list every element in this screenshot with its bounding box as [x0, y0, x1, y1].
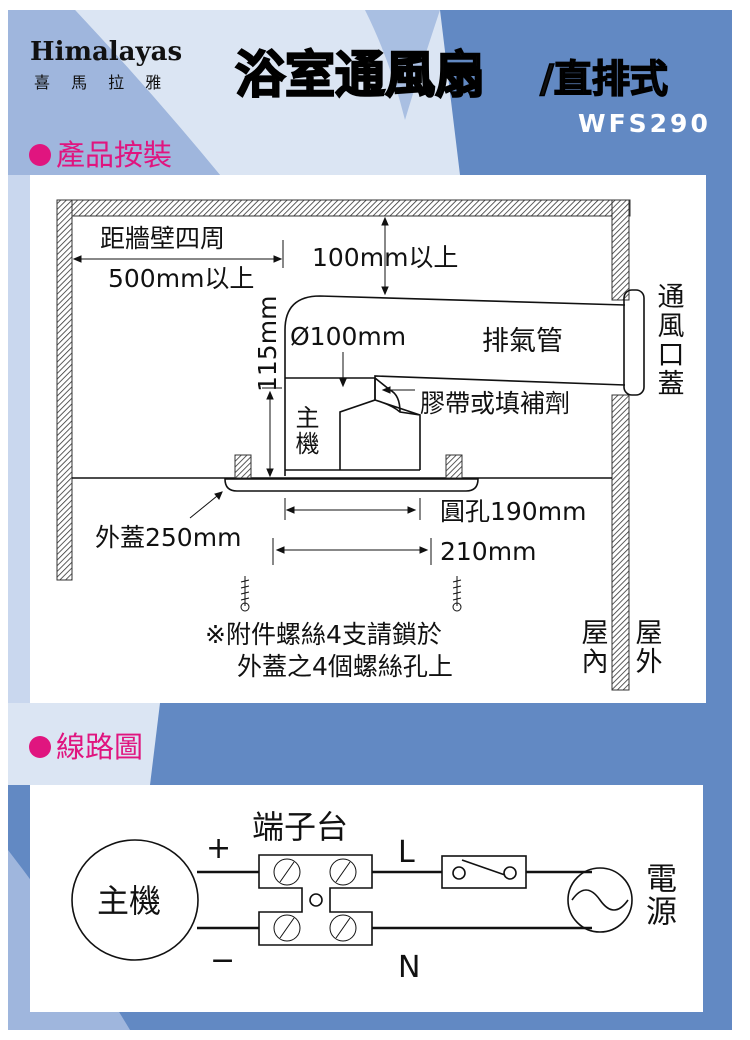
section-bullet-icon — [29, 736, 51, 758]
hole-size-label: 圓孔190mm — [440, 497, 586, 526]
wiring-diagram: 主機 + − 端子台 L N 電源 — [71, 808, 676, 985]
wiring-main-unit-label: 主機 — [97, 882, 161, 920]
screw-icon — [452, 576, 462, 606]
outdoor-label: 屋外 — [631, 618, 663, 676]
indoor-label: 屋內 — [577, 618, 609, 676]
tape-label: 膠帶或填補劑 — [420, 389, 570, 418]
outer-cover — [224, 478, 479, 492]
terminal-block — [258, 854, 373, 946]
screw-icon — [240, 576, 250, 606]
motor — [339, 377, 421, 470]
install-panel — [30, 175, 706, 703]
left-wall — [56, 199, 73, 581]
terminal-label: 端子台 — [252, 808, 348, 846]
screw-note-line1: ※附件螺絲4支請鎖於 — [205, 620, 442, 649]
section-title-wiring: 線路圖 — [56, 730, 143, 764]
top-clearance-label: 100mm以上 — [312, 243, 458, 272]
screw-icons — [240, 576, 462, 612]
wall-distance-label: 距牆壁四周 — [100, 224, 225, 253]
dimension-arrows — [72, 216, 432, 565]
neutral-label: N — [398, 950, 420, 985]
live-label: L — [398, 835, 415, 870]
power-source-icon — [567, 867, 633, 933]
ceiling-hatch — [56, 199, 631, 217]
exhaust-pipe-label: 排氣管 — [482, 326, 563, 357]
header: Himalayas 喜 馬 拉 雅 浴室通風扇 /直排式 WFS290 產品按裝 — [29, 37, 711, 172]
main-unit-label: 主機 — [291, 405, 319, 457]
wall-distance-value: 500mm以上 — [108, 264, 254, 293]
pipe-diameter-label: Ø100mm — [290, 322, 406, 351]
plus-label: + — [206, 831, 231, 866]
vent-cap-label: 通風口蓋 — [653, 282, 685, 398]
section-title-install: 產品按裝 — [56, 138, 172, 172]
model-number: WFS290 — [578, 109, 711, 138]
brand-logo: Himalayas — [30, 37, 182, 67]
page-title: 浴室通風扇 — [235, 46, 485, 104]
outer-wall-bottom — [611, 394, 630, 691]
power-label: 電源 — [640, 862, 676, 928]
section-bullet-icon — [29, 144, 51, 166]
install-diagram: 距牆壁四周 500mm以上 100mm以上 115mm Ø100mm 排氣管 膠… — [56, 199, 685, 691]
screw-note-line2: 外蓋之4個螺絲孔上 — [237, 652, 453, 681]
joist-left — [234, 454, 252, 479]
minus-label: − — [210, 943, 235, 978]
switch — [441, 855, 527, 889]
page-subtitle: /直排式 — [540, 57, 668, 101]
exhaust-pipe-top — [284, 295, 626, 476]
cover-size-label: 外蓋250mm — [95, 523, 241, 552]
width-label: 210mm — [440, 537, 536, 566]
outer-wall-top — [611, 199, 630, 301]
wiring-panel — [30, 785, 703, 1012]
height-label: 115mm — [253, 296, 282, 392]
vent-cap — [623, 289, 645, 396]
main-unit-circle — [71, 839, 199, 961]
joist-right — [445, 454, 463, 479]
brand-chinese: 喜 馬 拉 雅 — [34, 73, 169, 92]
